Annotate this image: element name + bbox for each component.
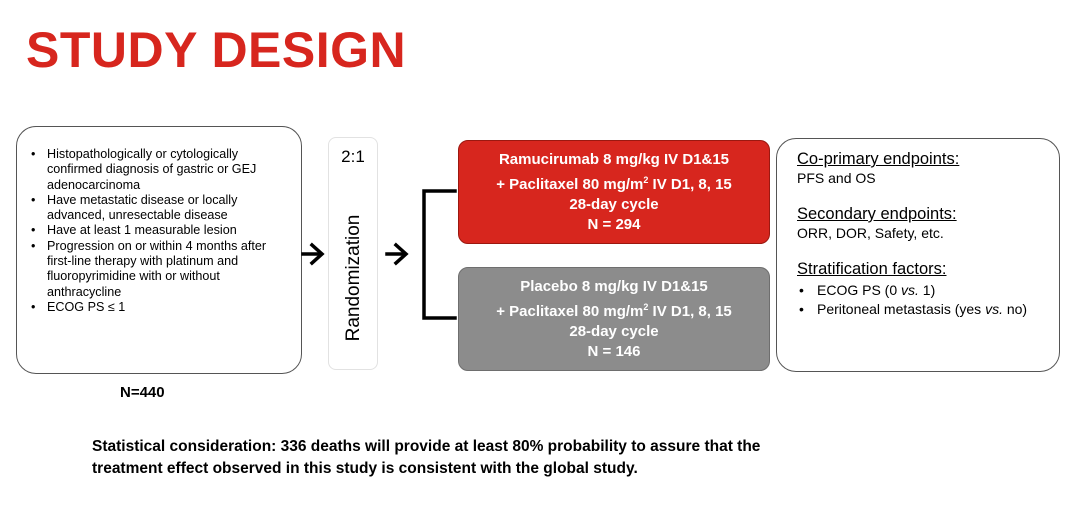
stratification-list: ECOG PS (0 vs. 1) Peritoneal metastasis … — [797, 281, 1051, 319]
stratification-item: Peritoneal metastasis (yes vs. no) — [797, 300, 1051, 319]
arm-line2: + Paclitaxel 80 mg/m2 IV D1, 8, 15 — [496, 174, 732, 193]
primary-endpoints-heading: Co-primary endpoints: — [797, 150, 960, 168]
eligibility-list: Histopathologically or cytologically con… — [29, 147, 293, 316]
statistical-line2: treatment effect observed in this study … — [92, 460, 638, 477]
stratification-heading: Stratification factors: — [797, 260, 947, 278]
arm-line4: N = 294 — [587, 215, 641, 233]
eligibility-item: Histopathologically or cytologically con… — [29, 147, 293, 193]
arm-line3: 28-day cycle — [569, 195, 659, 213]
eligibility-item: Have metastatic disease or locally advan… — [29, 193, 293, 224]
arm-line1: Ramucirumab 8 mg/kg IV D1&15 — [498, 150, 730, 168]
branch-bracket — [422, 189, 457, 320]
arm-line4: N = 146 — [587, 342, 641, 360]
arm-placebo: Placebo 8 mg/kg IV D1&15 + Paclitaxel 80… — [458, 267, 770, 371]
primary-endpoints-text: PFS and OS — [797, 170, 876, 186]
arm-ramucirumab: Ramucirumab 8 mg/kg IV D1&15 + Paclitaxe… — [458, 140, 770, 244]
endpoints-box: Co-primary endpoints: PFS and OS Seconda… — [776, 138, 1060, 372]
secondary-endpoints-text: ORR, DOR, Safety, etc. — [797, 225, 944, 241]
arrow-from-randomization-head — [393, 242, 409, 266]
arrow-to-randomization-head — [309, 242, 325, 266]
secondary-endpoints-heading: Secondary endpoints: — [797, 205, 957, 223]
randomization-ratio: 2:1 — [341, 147, 365, 166]
randomization-box: 2:1 Randomization — [328, 137, 378, 370]
statistical-line1: Statistical consideration: 336 deaths wi… — [92, 438, 761, 455]
eligibility-item: Have at least 1 measurable lesion — [29, 223, 293, 239]
arm-line3: 28-day cycle — [569, 322, 659, 340]
arm-line2: + Paclitaxel 80 mg/m2 IV D1, 8, 15 — [496, 301, 732, 320]
eligibility-box: Histopathologically or cytologically con… — [16, 126, 302, 374]
eligibility-item: ECOG PS ≤ 1 — [29, 300, 293, 316]
eligibility-item: Progression on or within 4 months after … — [29, 239, 293, 300]
total-enrollment: N=440 — [120, 384, 165, 401]
page-title: STUDY DESIGN — [26, 22, 407, 78]
stratification-item: ECOG PS (0 vs. 1) — [797, 281, 1051, 300]
arm-line1: Placebo 8 mg/kg IV D1&15 — [520, 277, 708, 295]
statistical-consideration: Statistical consideration: 336 deaths wi… — [92, 436, 1032, 480]
